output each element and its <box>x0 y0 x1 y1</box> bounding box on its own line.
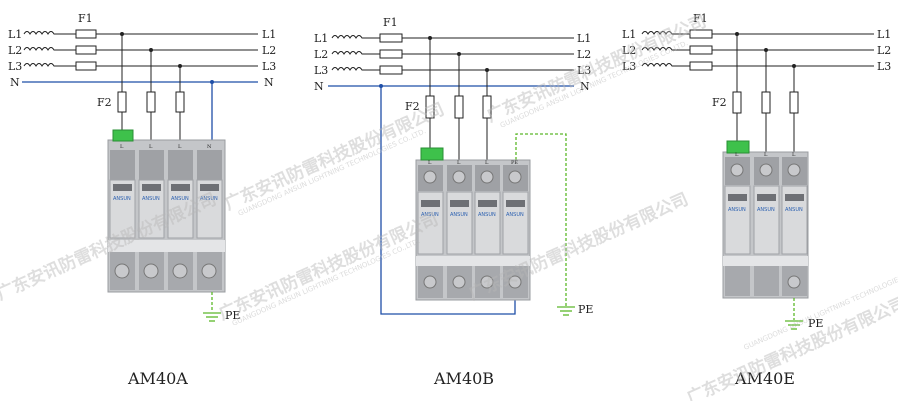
svg-text:L: L <box>178 144 182 150</box>
am40b-l1-left: L1 <box>314 32 328 45</box>
am40a-phase-lines <box>23 31 258 67</box>
am40a-neutral-junction <box>210 80 214 84</box>
am40e-brand-labels: ANSUN ANSUN ANSUN <box>728 207 803 213</box>
watermark-en-3: GUANGDONG ANSUN LIGHTNING TECHNOLOGIES C… <box>499 39 689 130</box>
svg-text:PE: PE <box>511 160 518 166</box>
am40a-fuses-f2 <box>117 91 185 113</box>
diagram-am40a: ANSUN ANSUN ANSUN ANSUN L L L N <box>8 12 276 388</box>
am40e-l3-left: L3 <box>622 60 636 73</box>
am40a-n-right: N <box>264 76 274 89</box>
diagram-am40b: ANSUN ANSUN ANSUN ANSUN L L L PE L1 L2 <box>314 16 593 388</box>
svg-text:L: L <box>428 160 432 166</box>
am40e-f2-label: F2 <box>712 96 727 109</box>
am40a-junctions <box>120 32 182 68</box>
am40b-l2-left: L2 <box>314 48 328 61</box>
am40a-top-labels: L L L N <box>120 144 212 150</box>
am40e-fuses-f1 <box>689 29 713 71</box>
svg-text:L: L <box>764 152 768 158</box>
am40a-fuses-f1 <box>75 29 97 71</box>
am40b-phase-lines <box>331 35 574 71</box>
svg-text:ANSUN: ANSUN <box>785 207 803 213</box>
svg-text:ANSUN: ANSUN <box>421 212 439 218</box>
am40b-top-labels: L L L PE <box>428 160 518 166</box>
am40a-l3-left: L3 <box>8 60 22 73</box>
am40e-ground-symbol <box>785 320 803 330</box>
am40b-green-terminal <box>420 147 444 161</box>
am40b-l2-right: L2 <box>577 48 591 61</box>
am40b-brand-labels: ANSUN ANSUN ANSUN ANSUN <box>421 212 524 218</box>
svg-text:L: L <box>149 144 153 150</box>
am40b-fuses-f1 <box>379 33 403 75</box>
svg-text:N: N <box>207 144 212 150</box>
am40e-spd-module: ANSUN ANSUN ANSUN L L L <box>722 140 809 299</box>
svg-text:ANSUN: ANSUN <box>171 196 189 202</box>
svg-text:L: L <box>485 160 489 166</box>
am40a-f2-label: F2 <box>97 96 112 109</box>
svg-text:ANSUN: ANSUN <box>506 212 524 218</box>
svg-text:L: L <box>735 152 739 158</box>
am40a-f1-label: F1 <box>78 12 93 25</box>
am40b-l1-right: L1 <box>577 32 591 45</box>
svg-text:ANSUN: ANSUN <box>200 196 218 202</box>
am40e-pe-label: PE <box>808 317 823 330</box>
watermark-cn-3: 广东安讯防雷科技股份有限公司 <box>483 11 709 127</box>
am40b-caption: AM40B <box>433 369 494 388</box>
am40b-junctions <box>428 36 489 72</box>
am40b-l3-left: L3 <box>314 64 328 77</box>
am40e-l3-right: L3 <box>877 60 891 73</box>
am40b-pe-label: PE <box>578 303 593 316</box>
svg-text:L: L <box>457 160 461 166</box>
am40b-neutral-junction <box>379 84 383 88</box>
am40a-pe-label: PE <box>225 309 240 322</box>
am40b-l3-right: L3 <box>577 64 591 77</box>
am40e-top-labels: L L L <box>735 152 796 158</box>
am40b-ground-symbol <box>557 306 575 316</box>
am40e-junctions <box>735 32 796 68</box>
am40b-neutral-loop <box>380 86 516 315</box>
svg-text:ANSUN: ANSUN <box>450 212 468 218</box>
am40e-caption: AM40E <box>734 369 795 388</box>
am40a-green-terminal <box>112 129 134 142</box>
am40e-l1-right: L1 <box>877 28 891 41</box>
svg-text:ANSUN: ANSUN <box>757 207 775 213</box>
watermark-cn-4: 广东安讯防雷科技股份有限公司 <box>221 99 447 215</box>
am40a-l2-right: L2 <box>262 44 276 57</box>
am40e-f1-label: F1 <box>693 12 708 25</box>
am40a-brand-labels: ANSUN ANSUN ANSUN ANSUN <box>113 196 218 202</box>
svg-text:L: L <box>120 144 124 150</box>
am40b-spd-module: ANSUN ANSUN ANSUN ANSUN L L L PE <box>415 147 531 301</box>
svg-text:ANSUN: ANSUN <box>113 196 131 202</box>
am40b-f1-label: F1 <box>383 16 398 29</box>
am40e-green-terminal <box>726 140 750 154</box>
am40a-n-left: N <box>10 76 20 89</box>
am40a-l3-right: L3 <box>262 60 276 73</box>
am40a-ground-symbol <box>203 312 221 322</box>
am40b-f2-label: F2 <box>405 100 420 113</box>
watermark-cn-2: 广东安讯防雷科技股份有限公司 <box>215 209 441 325</box>
svg-text:ANSUN: ANSUN <box>728 207 746 213</box>
diagram-am40e: ANSUN ANSUN ANSUN L L L L1 L2 L3 L1 L2 <box>622 12 891 388</box>
svg-text:L: L <box>792 152 796 158</box>
am40a-l2-left: L2 <box>8 44 22 57</box>
svg-text:ANSUN: ANSUN <box>142 196 160 202</box>
am40a-l1-left: L1 <box>8 28 22 41</box>
am40a-spd-module: ANSUN ANSUN ANSUN ANSUN L L L N <box>107 129 226 293</box>
svg-text:ANSUN: ANSUN <box>478 212 496 218</box>
am40e-fuses-f2 <box>732 91 799 114</box>
am40a-caption: AM40A <box>127 369 188 388</box>
am40b-fuses-f2 <box>425 95 492 119</box>
am40e-l1-left: L1 <box>622 28 636 41</box>
am40e-l2-right: L2 <box>877 44 891 57</box>
watermark-en-4: GUANGDONG ANSUN LIGHTNING TECHNOLOGIES C… <box>237 127 427 218</box>
am40b-n-right: N <box>580 80 590 93</box>
am40b-pe-wire <box>515 133 567 306</box>
am40a-l1-right: L1 <box>262 28 276 41</box>
am40b-n-left: N <box>314 80 324 93</box>
am40e-l2-left: L2 <box>622 44 636 57</box>
